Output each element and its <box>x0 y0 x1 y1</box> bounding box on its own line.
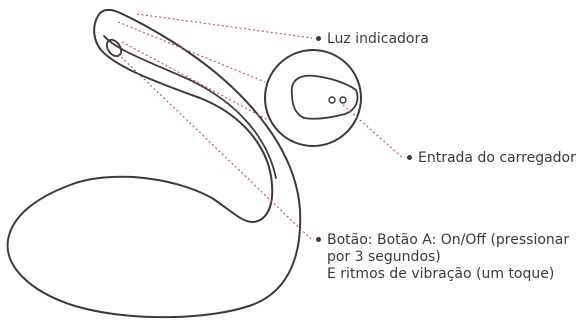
button-label: Botão: Botão A: On/Off (pressionar por 3… <box>327 232 569 283</box>
bullet-button <box>316 237 321 242</box>
device-inner-contour <box>103 35 277 179</box>
indicator-light-label: Luz indicadora <box>327 31 429 47</box>
button-label-line-1: Botão: Botão A: On/Off (pressionar <box>327 232 570 248</box>
charger-pin-right <box>339 96 347 104</box>
button-label-line-2: por 3 segundos) <box>327 249 441 265</box>
bullet-indicator <box>316 36 321 41</box>
charger-port-label: Entrada do carregador <box>418 150 576 166</box>
leader-line-detail-lower <box>121 41 269 121</box>
bullet-charger <box>407 155 412 160</box>
charger-pin-left <box>328 96 336 104</box>
button-label-line-3: E ritmos de vibração (um toque) <box>327 266 555 282</box>
detail-magnifier-circle <box>264 49 362 147</box>
leader-line-indicator <box>136 13 313 39</box>
detail-device-tip <box>290 74 359 120</box>
leader-line-detail-upper <box>117 21 266 83</box>
device-body-outline <box>6 8 302 319</box>
